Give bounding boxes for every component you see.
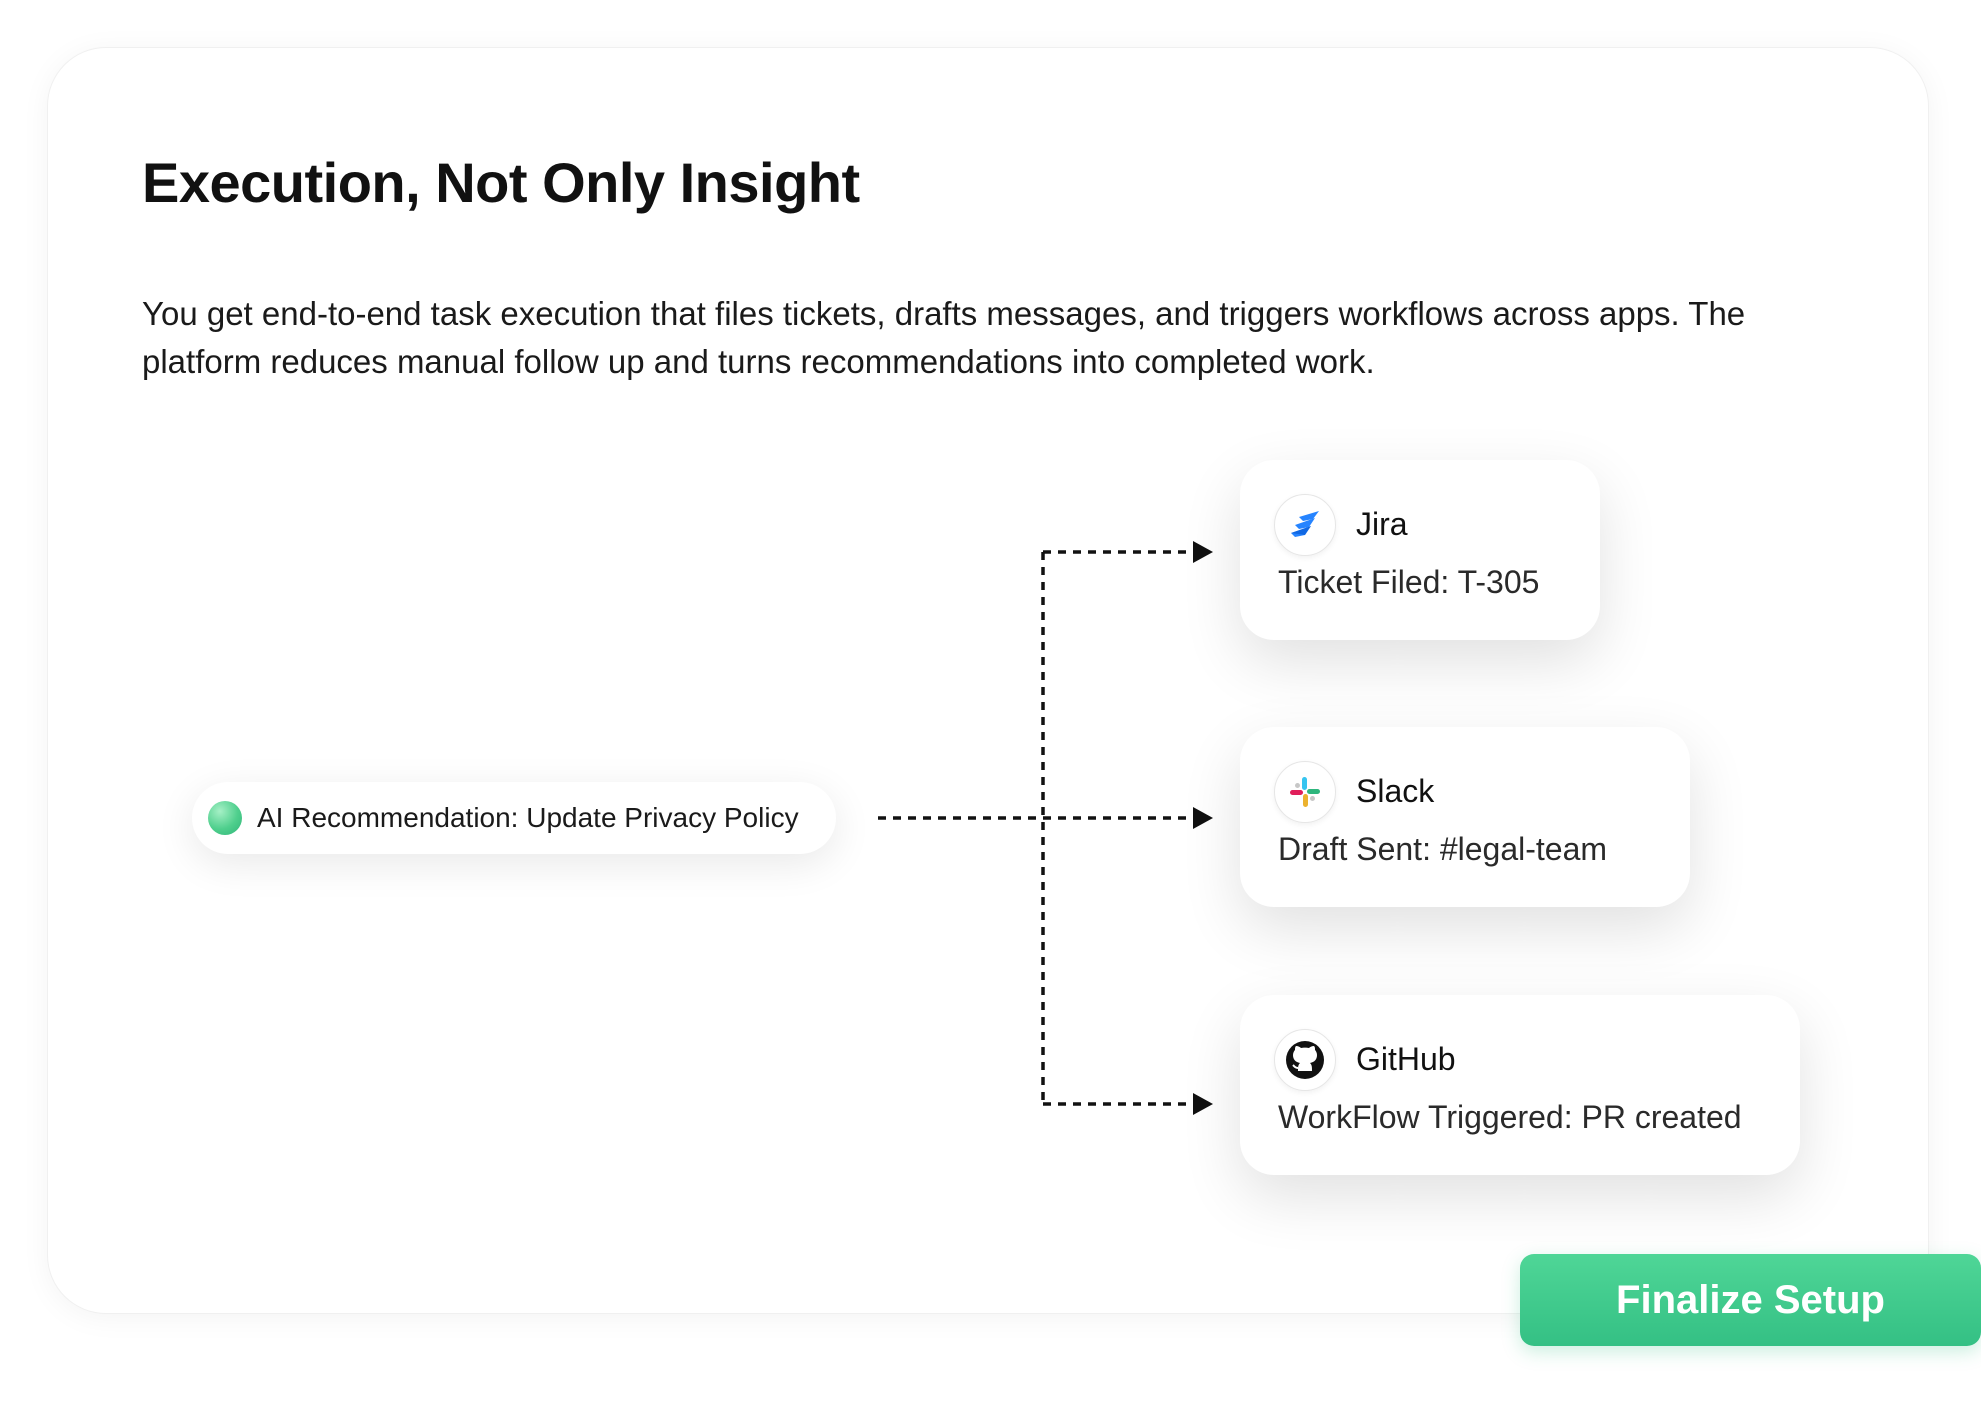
action-status-slack: Draft Sent: #legal-team — [1278, 831, 1608, 867]
jira-icon — [1274, 494, 1336, 556]
slack-icon — [1274, 761, 1336, 823]
ai-recommendation-pill: AI Recommendation: Update Privacy Policy — [192, 782, 836, 854]
action-status-github: WorkFlow Triggered: PR created — [1278, 1099, 1742, 1135]
status-dot-icon — [208, 801, 242, 835]
action-status-jira: Ticket Filed: T-305 — [1278, 564, 1540, 600]
page-title: Execution, Not Only Insight — [142, 151, 860, 214]
page-description: You get end-to-end task execution that f… — [142, 295, 1746, 380]
action-card-slack: Slack Draft Sent: #legal-team — [1240, 727, 1690, 907]
action-card-github: GitHub WorkFlow Triggered: PR created — [1240, 995, 1800, 1175]
github-icon — [1274, 1029, 1336, 1091]
recommendation-label: AI Recommendation: Update Privacy Policy — [257, 802, 799, 833]
app-name-jira: Jira — [1356, 506, 1408, 542]
app-name-github: GitHub — [1356, 1041, 1456, 1077]
action-card-jira: Jira Ticket Filed: T-305 — [1240, 460, 1600, 640]
finalize-setup-button[interactable]: Finalize Setup — [1520, 1254, 1981, 1346]
app-name-slack: Slack — [1356, 773, 1435, 809]
